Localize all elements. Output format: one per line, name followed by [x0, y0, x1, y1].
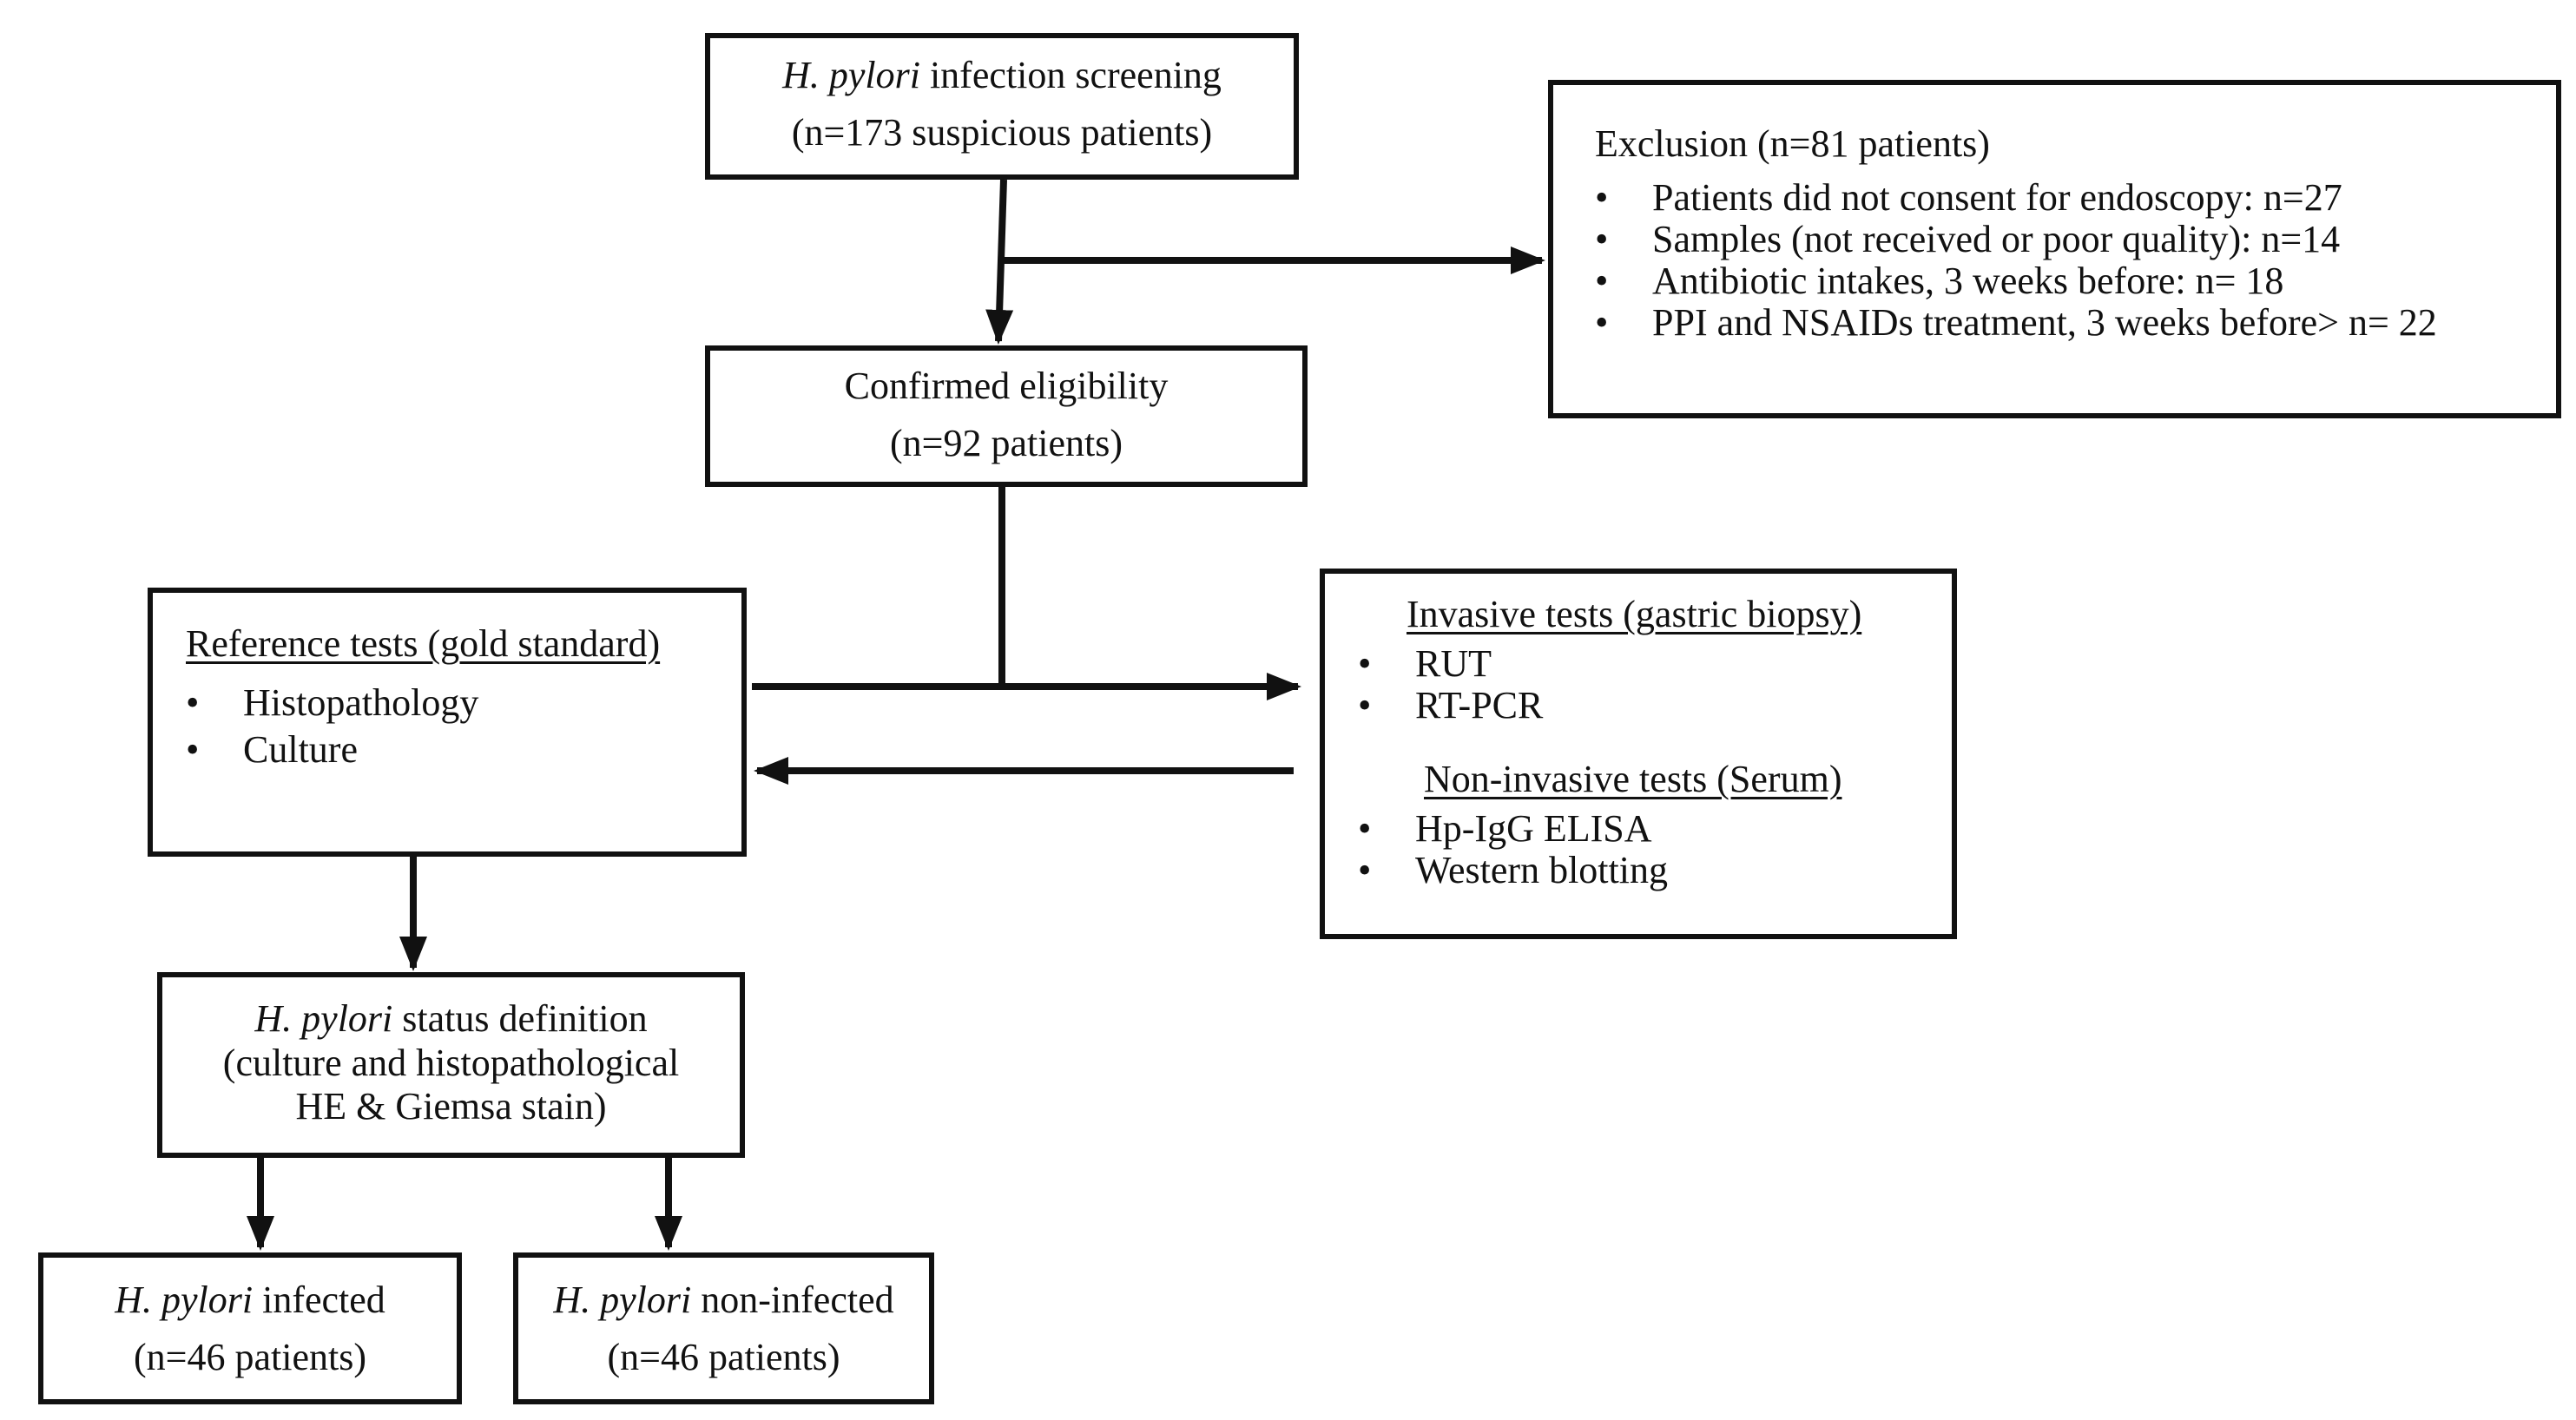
exclusion-title: Exclusion (n=81 patients) — [1595, 122, 1990, 165]
noninfected-line-2: (n=46 patients) — [607, 1336, 840, 1378]
status-line-1: H. pylori status definition — [254, 997, 648, 1040]
noninvasive-list: Hp-IgG ELISA Western blotting — [1358, 808, 1952, 892]
reference-item: Histopathology — [186, 680, 741, 726]
status-line-2: (culture and histopathological — [222, 1042, 680, 1084]
exclusion-item: PPI and NSAIDs treatment, 3 weeks before… — [1595, 302, 2556, 345]
invasive-item: RUT — [1358, 643, 1952, 686]
arrow-screening-to-eligibility — [985, 179, 1014, 345]
invasive-list: RUT RT-PCR — [1358, 643, 1952, 727]
exclusion-box: Exclusion (n=81 patients) Patients did n… — [1548, 80, 2561, 418]
eligibility-line-2: (n=92 patients) — [890, 422, 1123, 464]
infected-line-1: H. pylori infected — [115, 1279, 385, 1321]
noninvasive-title: Non-invasive tests (Serum) — [1424, 758, 1842, 800]
exclusion-item: Patients did not consent for endoscopy: … — [1595, 177, 2556, 220]
invasive-item: RT-PCR — [1358, 685, 1952, 727]
noninvasive-item: Western blotting — [1358, 850, 1952, 892]
invasive-title: Invasive tests (gastric biopsy) — [1407, 593, 1862, 635]
index-tests-box: Invasive tests (gastric biopsy) RUT RT-P… — [1320, 569, 1957, 939]
screening-line-1: H. pylori infection screening — [782, 54, 1222, 96]
noninfected-line-1: H. pylori non-infected — [553, 1279, 894, 1321]
status-definition-box: H. pylori status definition (culture and… — [157, 972, 745, 1158]
reference-list: Histopathology Culture — [186, 680, 741, 773]
screening-box: H. pylori infection screening (n=173 sus… — [705, 33, 1299, 180]
eligibility-box: Confirmed eligibility (n=92 patients) — [705, 345, 1308, 487]
noninvasive-item: Hp-IgG ELISA — [1358, 808, 1952, 851]
exclusion-item: Samples (not received or poor quality): … — [1595, 219, 2556, 261]
status-line-3: HE & Giemsa stain) — [295, 1085, 607, 1127]
eligibility-line-1: Confirmed eligibility — [844, 365, 1169, 407]
exclusion-item: Antibiotic intakes, 3 weeks before: n= 1… — [1595, 260, 2556, 303]
exclusion-list: Patients did not consent for endoscopy: … — [1595, 177, 2556, 345]
screening-line-2: (n=173 suspicious patients) — [791, 111, 1213, 154]
reference-title: Reference tests (gold standard) — [186, 622, 661, 665]
reference-tests-box: Reference tests (gold standard) Histopat… — [148, 588, 747, 857]
reference-item: Culture — [186, 726, 741, 773]
infected-box: H. pylori infected (n=46 patients) — [38, 1252, 462, 1404]
infected-line-2: (n=46 patients) — [134, 1336, 366, 1378]
noninfected-box: H. pylori non-infected (n=46 patients) — [513, 1252, 934, 1404]
